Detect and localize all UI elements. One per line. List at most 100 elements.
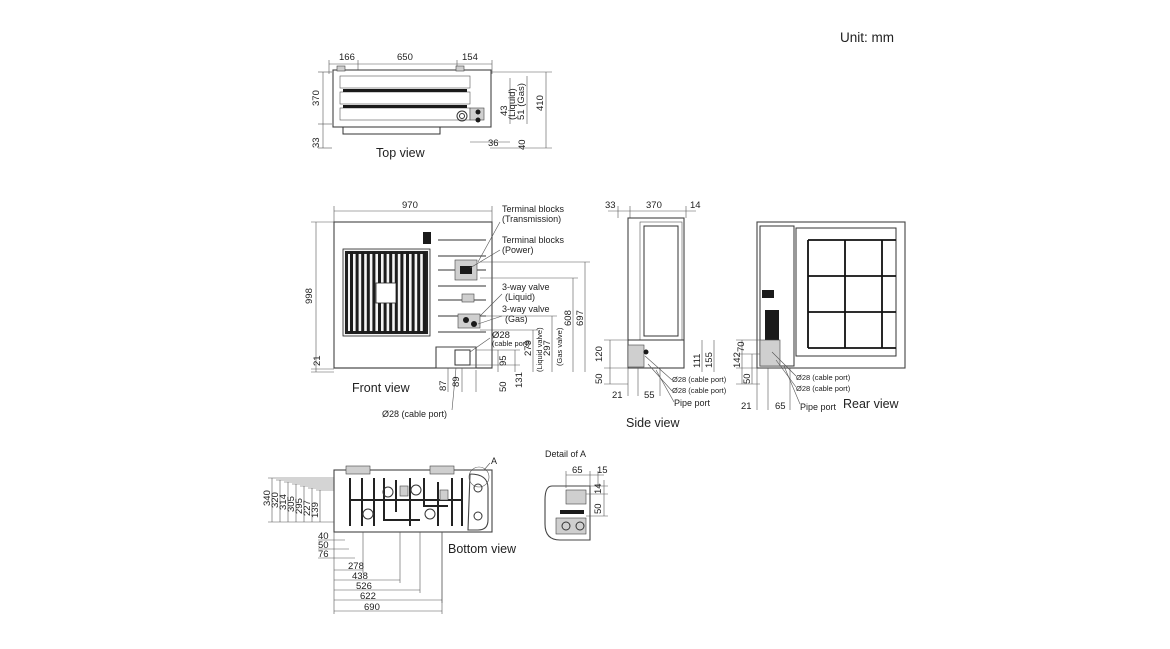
dim-166: 166 (339, 52, 355, 63)
dim-131: 87 (438, 380, 449, 391)
gas-valve-label: (Gas valve) (555, 327, 564, 366)
unit-label: Unit: mm (840, 30, 894, 45)
dim-40: 40 (517, 139, 528, 150)
front-view-title: Front view (352, 381, 411, 395)
dim-155: 155 (704, 352, 715, 368)
dim-50: 131 (514, 372, 525, 388)
dim-65-rear: 65 (775, 401, 786, 412)
dim-33: 33 (311, 137, 322, 148)
bottom-hdim-278: 278 (348, 561, 364, 572)
dim-120-side: 120 (594, 346, 605, 362)
dim-410: 410 (535, 95, 546, 111)
detail-dim-14: 14 (593, 483, 604, 494)
bottom-hdim-438: 438 (352, 571, 368, 582)
dim-608: 608 (563, 310, 574, 326)
dim-87: 89 (451, 376, 462, 387)
dim-50-side: 50 (594, 373, 605, 384)
dim-279: 279 (523, 340, 534, 356)
detail-marker: A (491, 456, 497, 466)
bottom-piping (349, 473, 489, 531)
grille-bar (417, 252, 421, 333)
liquid-valve-label: (Liquid valve) (535, 327, 544, 372)
cable-port-a-1: Ø28 (492, 330, 510, 341)
bottom-vdim-314: 314 (278, 494, 289, 510)
dim-33-side: 33 (605, 200, 616, 211)
dim-50-rear: 50 (742, 373, 753, 384)
detail-dim-65: 65 (572, 465, 583, 476)
grille-bar (406, 252, 409, 333)
grille-bar (361, 252, 365, 333)
rear-view-title: Rear view (843, 397, 900, 411)
bottom-view-title: Bottom view (448, 542, 517, 556)
dim-14-side: 14 (690, 200, 701, 211)
valve-liquid-1: 3-way valve (502, 282, 550, 292)
dim-697: 697 (575, 310, 586, 326)
dim-70-rear: 70 (736, 341, 747, 352)
bottom-vdim-305: 305 (286, 496, 297, 512)
dim-370: 370 (311, 90, 322, 106)
dim-43: 43 (499, 105, 510, 116)
bottom-hdim-622: 622 (360, 591, 376, 602)
dim-370-side: 370 (646, 200, 662, 211)
rear-callout-1: Ø28 (cable port) (796, 373, 851, 382)
bottom-small-dim-40: 40 (318, 531, 329, 542)
terminal-transmission-1: Terminal blocks (502, 204, 565, 214)
dim-21-rear: 21 (741, 401, 752, 412)
side-view-title: Side view (626, 416, 680, 430)
dim-650: 650 (397, 52, 413, 63)
terminal-power-2: (Power) (502, 245, 534, 255)
dim-55-side: 55 (644, 390, 655, 401)
top-view: 166 650 154 370 33 36 43 (Liquid) 51 (Ga… (311, 52, 552, 160)
terminal-power-1: Terminal blocks (502, 235, 565, 245)
dim-998: 998 (304, 288, 315, 304)
valve-liquid-2: (Liquid) (505, 292, 535, 302)
cable-port-a-2: (cable port) (492, 339, 530, 348)
rear-callout-2: Ø28 (cable port) (796, 384, 851, 393)
dim-297: 297 (542, 340, 553, 356)
dim-970: 970 (402, 200, 418, 211)
dim-21: 21 (312, 355, 323, 366)
detail-a: Detail of A 65 15 14 50 (544, 449, 608, 541)
rear-callout-3: Pipe port (800, 402, 837, 412)
dim-25: 50 (498, 381, 509, 392)
dim-111: 111 (692, 354, 703, 368)
grille-bar (422, 252, 426, 333)
dim-154: 154 (462, 52, 478, 63)
rear-view: 142 70 50 21 65 Ø28 (cable port) Ø28 (ca… (732, 221, 906, 412)
top-view-title: Top view (376, 146, 426, 160)
grille-bar (411, 252, 415, 333)
bottom-vdim-227: 227 (302, 500, 313, 516)
detail-dim-15: 15 (597, 465, 608, 476)
grille-bar (366, 252, 370, 333)
detail-dim-50: 50 (593, 503, 604, 514)
grille-bar (372, 252, 376, 333)
side-view: 33 370 14 120 50 21 55 111 155 Ø28 (cabl… (594, 200, 727, 430)
bottom-small-dim-50: 50 (318, 540, 329, 551)
terminal-transmission-2: (Transmission) (502, 214, 561, 224)
bottom-hdim-526: 526 (356, 581, 372, 592)
bottom-vdim-139: 139 (310, 502, 321, 518)
dim-95: 95 (498, 355, 509, 366)
side-callout-1: Ø28 (cable port) (672, 375, 727, 384)
grille-bar (350, 252, 353, 333)
detail-a-title: Detail of A (545, 449, 586, 459)
dim-51-gas: 51 (Gas) (516, 83, 527, 120)
rear-grille (807, 239, 896, 349)
dim-142-rear: 142 (732, 352, 743, 368)
cable-port-b: Ø28 (cable port) (382, 409, 447, 419)
valve-gas-1: 3-way valve (502, 304, 550, 314)
front-view: 970 998 21 608 697 279 (Liquid valve) 29… (304, 200, 590, 419)
grille-bar (400, 252, 404, 333)
valve-gas-2: (Gas) (505, 314, 528, 324)
side-callout-2: Ø28 (cable port) (672, 386, 727, 395)
bottom-vdim-340: 340 (262, 490, 273, 506)
bottom-small-dim-76: 76 (318, 549, 329, 560)
grille-bar (355, 252, 359, 333)
dim-36: 36 (488, 138, 499, 149)
bottom-vdim-320: 320 (270, 492, 281, 508)
dim-43-liquid: (Liquid) (507, 88, 518, 120)
side-callout-3: Pipe port (674, 398, 711, 408)
bottom-hdim-690: 690 (364, 602, 380, 613)
